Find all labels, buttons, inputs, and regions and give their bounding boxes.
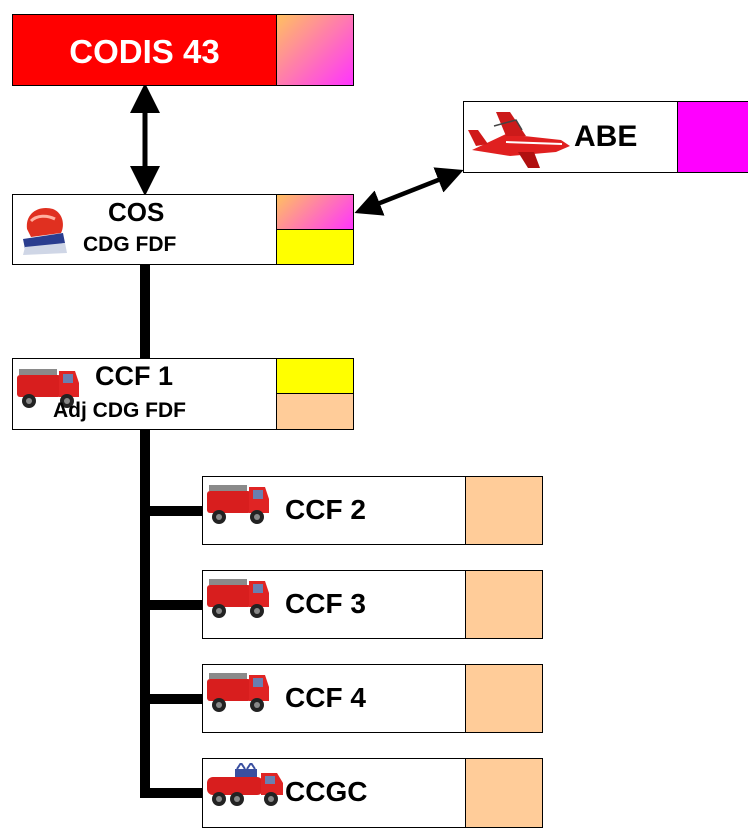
ccf1-title: CCF 1 [95,361,174,391]
officer-helmet-icon [23,207,67,255]
fire-truck-icon [207,673,269,712]
branch-ccf4 [140,694,210,704]
ccgc-status-swatch [465,758,543,828]
ccf4-node[interactable]: CCF 4 [202,664,467,733]
cos-node[interactable]: COS CDG FDF [12,194,277,265]
ccf3-status-swatch [465,570,543,639]
ccf2-node[interactable]: CCF 2 [202,476,467,545]
cos-ccf1-connector [140,264,150,360]
branch-ccf2 [140,506,210,516]
abe-label: ABE [574,120,638,153]
aircraft-icon [468,112,570,168]
ccf2-status-swatch [465,476,543,545]
ccf1-subtitle: Adj CDG FDF [53,399,186,422]
codis-node[interactable]: CODIS 43 [12,14,277,86]
ccf1-status-swatch-top [276,358,354,395]
ccf4-status-swatch [465,664,543,733]
ccf1-units-trunk [140,430,150,798]
codis-status-swatch [276,14,354,86]
unit-label: CCF 3 [285,588,366,619]
fire-truck-icon [207,485,269,524]
branch-ccf3 [140,600,210,610]
ccf3-node[interactable]: CCF 3 [202,570,467,639]
branch-ccgc [140,788,210,798]
cos-status-swatch-top [276,194,354,231]
tanker-truck-icon [207,763,283,806]
ccf1-status-swatch-bottom [276,393,354,430]
fire-truck-icon [17,369,79,408]
ccf1-node[interactable]: CCF 1 Adj CDG FDF [12,358,277,430]
cos-abe-arrow [354,167,464,216]
codis-label: CODIS 43 [69,33,220,70]
ccgc-node[interactable]: CCGC [202,758,467,828]
unit-label: CCGC [285,776,368,807]
abe-status-swatch [677,101,748,173]
cos-title: COS [108,197,165,227]
abe-node[interactable]: ABE [463,101,678,173]
unit-label: CCF 2 [285,494,366,525]
fire-truck-icon [207,579,269,618]
cos-status-swatch-bottom [276,229,354,265]
cos-subtitle: CDG FDF [83,233,177,256]
unit-label: CCF 4 [285,682,366,713]
